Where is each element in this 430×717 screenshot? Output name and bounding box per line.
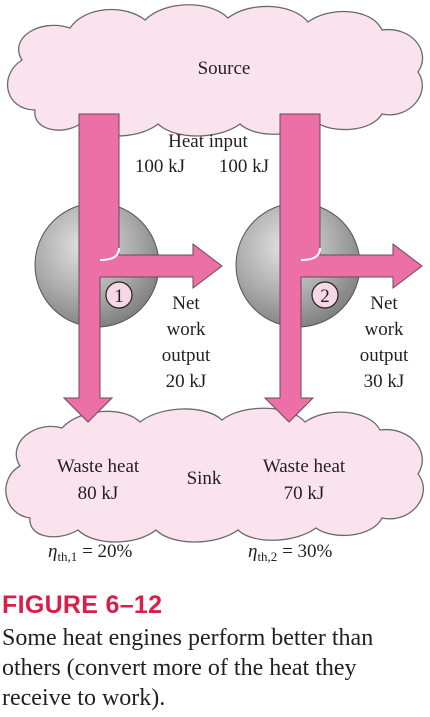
engine-1-badge xyxy=(105,281,133,309)
efficiency-1: ηth,1 = 20% xyxy=(48,541,133,564)
sink-label: Sink xyxy=(187,468,222,489)
heat-engine-diagram: 1 2 Source Heat input 100 kJ 100 kJ Net … xyxy=(5,4,424,564)
efficiency-2: ηth,2 = 30% xyxy=(248,541,333,564)
work-2-line1: Net xyxy=(370,293,398,314)
heat-input-arrow-1 xyxy=(62,113,223,423)
figure-label: FIGURE 6–12 xyxy=(2,591,163,619)
work-2-line2: work xyxy=(364,319,404,340)
waste-heat-2-label: Waste heat xyxy=(263,456,346,477)
energy-flow-arrows-1 xyxy=(62,113,223,423)
engine-1-number: 1 xyxy=(114,286,124,307)
heat-input-arrow-2 xyxy=(263,113,423,423)
work-1-line1: Net xyxy=(172,293,200,314)
net-work-output-1: Net work output 20 kJ xyxy=(162,293,211,392)
work-1-value: 20 kJ xyxy=(166,371,207,392)
net-work-output-2: Net work output 30 kJ xyxy=(360,293,409,392)
work-2-value: 30 kJ xyxy=(364,371,405,392)
waste-heat-1-label: Waste heat xyxy=(57,456,140,477)
figure-caption: Some heat engines perform better than ot… xyxy=(2,625,374,711)
source-cloud xyxy=(6,4,424,137)
energy-flow-arrows-2 xyxy=(263,113,423,423)
work-2-line3: output xyxy=(360,345,409,366)
work-1-line2: work xyxy=(166,319,206,340)
waste-heat-1-value: 80 kJ xyxy=(78,483,119,504)
heat-input-1-value: 100 kJ xyxy=(135,156,185,177)
heat-input-2-value: 100 kJ xyxy=(219,156,269,177)
source-label: Source xyxy=(198,58,251,79)
heat-input-label: Heat input xyxy=(168,131,248,152)
waste-heat-2-value: 70 kJ xyxy=(284,483,325,504)
work-1-line3: output xyxy=(162,345,211,366)
engine-2-number: 2 xyxy=(320,286,330,307)
engine-2-badge xyxy=(311,281,339,309)
sink-cloud xyxy=(5,407,424,543)
